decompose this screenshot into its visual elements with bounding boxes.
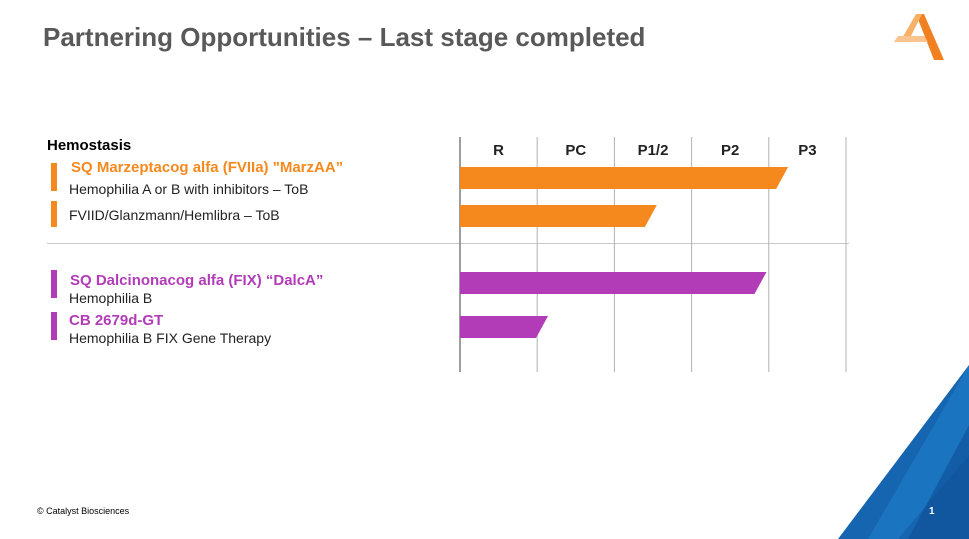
stage-label: PC	[565, 142, 586, 159]
program-name: CB 2679d-GT	[69, 312, 164, 329]
program-marker	[51, 270, 57, 298]
stage-label: R	[493, 142, 504, 159]
progress-bar	[460, 205, 657, 227]
corner-decoration	[838, 365, 969, 539]
page-number: 1	[929, 506, 935, 517]
program-indication: Hemophilia A or B with inhibitors – ToB	[69, 181, 309, 197]
section-label: Hemostasis	[47, 137, 132, 154]
stage-label: P1/2	[638, 142, 669, 159]
catalyst-logo-icon	[894, 14, 944, 60]
program-name: SQ Dalcinonacog alfa (FIX) “DalcA”	[70, 272, 324, 289]
program-name: SQ Marzeptacog alfa (FVIIa) "MarzAA”	[71, 159, 344, 176]
progress-bar	[460, 272, 767, 294]
program-indication: Hemophilia B	[69, 290, 153, 306]
program-indication: Hemophilia B FIX Gene Therapy	[69, 330, 272, 346]
page-title: Partnering Opportunities – Last stage co…	[43, 22, 646, 52]
progress-bar	[460, 316, 549, 338]
program-marker	[51, 201, 57, 227]
progress-bar	[460, 167, 789, 189]
program-marker	[51, 163, 57, 191]
section-divider	[47, 243, 849, 244]
footer-copyright: © Catalyst Biosciences	[37, 506, 130, 516]
program-indication: FVIID/Glanzmann/Hemlibra – ToB	[69, 207, 280, 223]
stage-label: P3	[798, 142, 816, 159]
stage-label: P2	[721, 142, 739, 159]
program-marker	[51, 312, 57, 340]
